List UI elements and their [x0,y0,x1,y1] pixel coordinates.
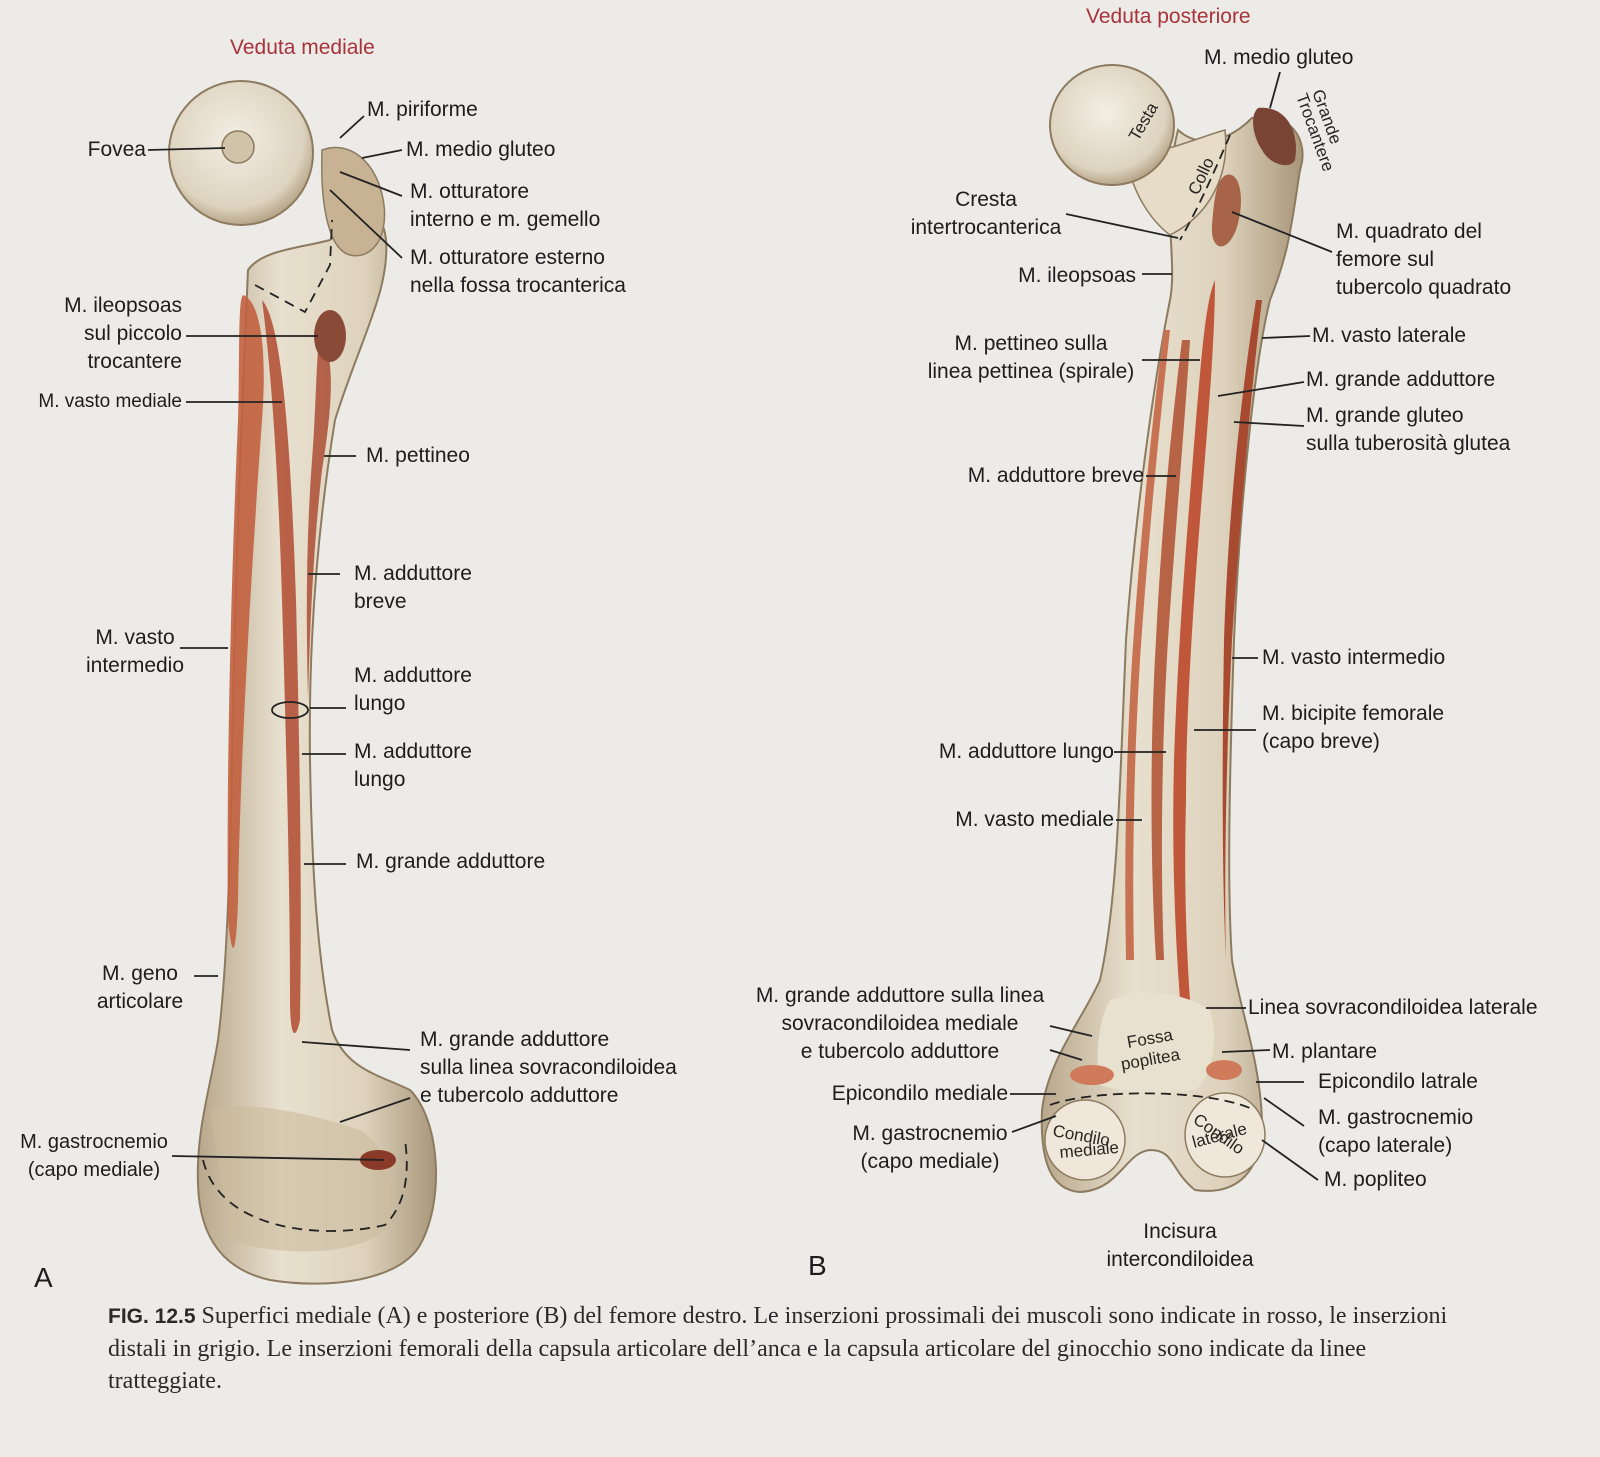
femur-b-fossa [1097,993,1215,1093]
label-a-ileopsoas: M. ileopsoas sul piccolo trocantere [64,294,182,373]
label-b-vasto-laterale: M. vasto laterale [1312,324,1467,347]
femur-b-linea-aspra [1173,280,1215,1000]
label-b-gastrocnemio-mediale: M. gastrocnemio (capo mediale) [852,1122,1008,1173]
view-title-posterior: Veduta posteriore [1086,5,1251,28]
label-b-cresta: Cresta intertrocanterica [910,188,1062,239]
femur-a [168,80,438,1285]
label-b-vasto-intermedio: M. vasto intermedio [1262,646,1446,669]
panel-letter-a: A [34,1262,53,1293]
view-title-medial: Veduta mediale [230,36,375,59]
label-b-pettineo-linea: M. pettineo sulla linea pettinea (spiral… [927,332,1135,383]
caption-text: Superfici mediale (A) e posteriore (B) d… [108,1303,1448,1394]
femur-a-condyle-shade [210,1106,394,1252]
label-b-grande-adduttore-linea: M. grande adduttore sulla linea sovracon… [755,984,1045,1063]
femur-b-condilo-laterale [1184,1092,1266,1178]
femur-b-gluteo-medio [1253,107,1296,166]
label-b-grande-adduttore: M. grande adduttore [1306,368,1496,391]
label-a-adduttore-lungo-1: M. adduttore lungo [354,664,472,715]
label-b-adduttore-lungo: M. adduttore lungo [938,740,1114,763]
leaders-a [147,115,411,1161]
label-a-vasto-intermedio: M. vasto intermedio [85,626,185,677]
label-a-grande-adduttore: M. grande adduttore [356,850,546,873]
label-b-linea-laterale: Linea sovracondiloidea laterale [1248,996,1538,1019]
panel-letter-b: B [808,1250,827,1281]
label-b-gastrocnemio-laterale: M. gastrocnemio (capo laterale) [1318,1106,1474,1157]
label-a-fovea: Fovea [87,138,146,161]
femur-a-vasto-mediale-strip [262,300,301,1034]
femur-a-capsule-knee [202,1139,408,1232]
label-a-adduttore-lungo-2: M. adduttore lungo [354,740,472,791]
femur-b-gastro-lat [1206,1060,1242,1080]
label-b-vasto-mediale: M. vasto mediale [955,808,1114,831]
femur-b-vasto-laterale [1222,300,1262,960]
label-a-adduttore-breve: M. adduttore breve [354,562,472,613]
femur-b-gastro-med [1070,1065,1114,1085]
label-b-incisura: Incisura intercondiloidea [1106,1220,1254,1271]
label-b-grande-gluteo: M. grande gluteo sulla tuberosità glutea [1306,404,1511,455]
femur-b: Testa Collo Grande Trocantere Fossa popl… [1040,64,1345,1194]
femur-a-trochanter [320,146,386,257]
femur-a-fovea-pit [221,130,255,164]
label-b-quadrato: M. quadrato del femore sul tubercolo qua… [1336,220,1512,299]
femur-b-capsule-hip [1179,134,1231,241]
label-a-gastrocnemio-mediale: M. gastrocnemio (capo mediale) [20,1131,168,1181]
label-b-adduttore-breve: M. adduttore breve [967,464,1144,487]
femur-b-capsule-knee [1049,1092,1251,1109]
femur-b-head [1049,64,1175,186]
label-a-pettineo: M. pettineo [366,444,470,467]
label-a-grande-adduttore-linea: M. grande adduttore sulla linea sovracon… [420,1028,677,1107]
femur-b-vasto-mediale [1125,330,1170,960]
label-a-geno-articolare: M. geno articolare [96,962,184,1013]
label-a-piriforme: M. piriforme [367,98,478,121]
femur-b-condilo-mediale [1044,1099,1126,1181]
femur-b-adduttori [1151,340,1190,960]
label-b-plantare: M. plantare [1272,1040,1378,1063]
label-b-popliteo: M. popliteo [1324,1168,1427,1191]
label-b-ileopsoas: M. ileopsoas [1018,264,1136,287]
label-b-epicondilo-laterale: Epicondilo latrale [1318,1070,1478,1093]
femur-b-quadrato [1211,174,1241,247]
label-a-vasto-mediale: M. vasto mediale [38,391,182,412]
label-b-medio-gluteo: M. medio gluteo [1204,46,1354,69]
femur-a-vasto-intermedio-strip [227,295,264,948]
label-a-otturatore-interno: M. otturatore interno e m. gemello [410,180,601,231]
label-a-otturatore-esterno: M. otturatore esterno nella fossa trocan… [410,246,626,297]
femur-a-ileopsoas-insertion [314,310,346,362]
femur-a-pettineo-strip [306,330,331,700]
label-b-bicipite: M. bicipite femorale (capo breve) [1262,702,1445,753]
leaders-b [1010,71,1333,1181]
caption-fig-number: FIG. 12.5 [108,1305,196,1328]
label-a-medio-gluteo: M. medio gluteo [406,138,556,161]
femur-b-body [1040,115,1304,1194]
label-b-epicondilo-mediale: Epicondilo mediale [831,1082,1008,1105]
femur-a-adduttore-lungo-ring [271,701,309,719]
